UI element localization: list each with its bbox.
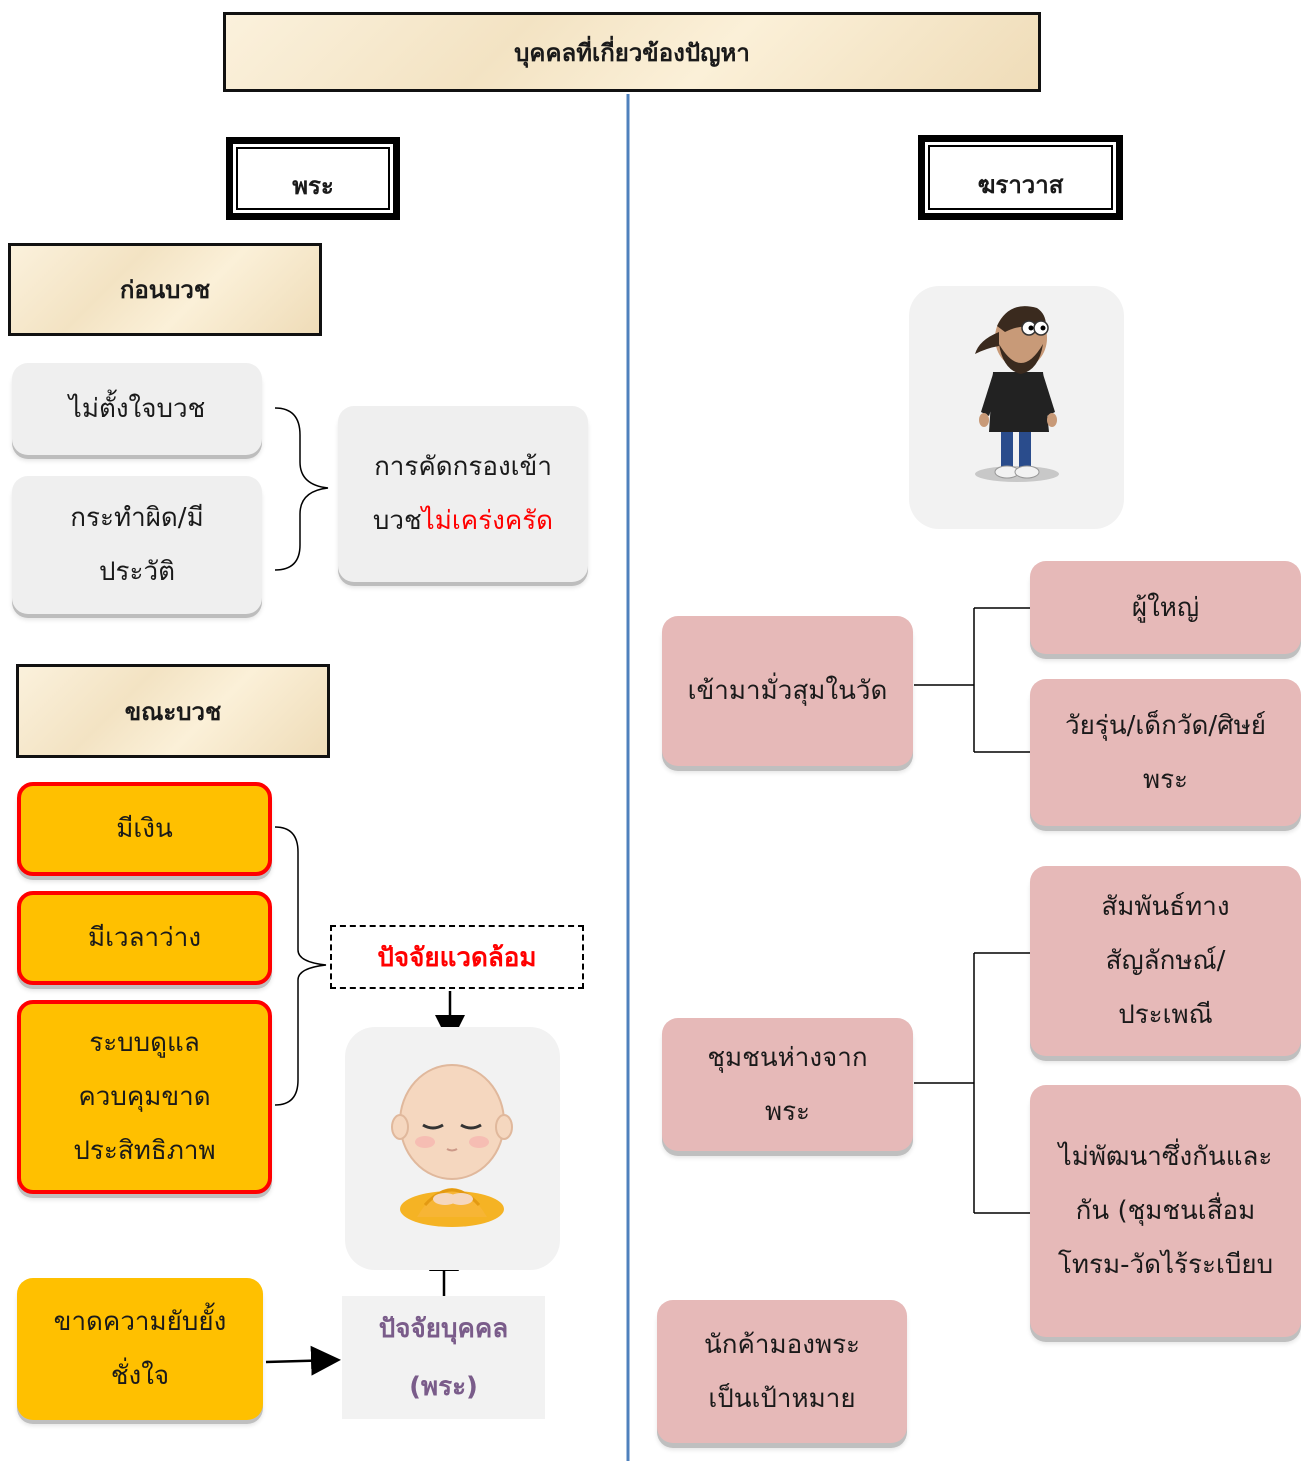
loitering-in-temple-text: เข้ามามั่วสุมในวัด (687, 676, 888, 706)
traders-target-box: นักค้ามองพระ เป็นเป้าหมาย (657, 1300, 907, 1443)
during-ordination-heading: ขณะบวช (16, 664, 330, 758)
screening-line2-prefix: บวช (372, 506, 422, 536)
lay-header-label: ฆราวาส (977, 171, 1064, 199)
symbolic-relation-line2: สัญลักษณ์/ (1105, 946, 1226, 976)
self-control-line2: ชั่งใจ (110, 1361, 170, 1391)
monk-header-label: พระ (292, 172, 334, 200)
youth-line1: วัยรุ่น/เด็กวัด/ศิษย์ (1065, 710, 1266, 741)
oversight-line2: ควบคุมขาด (78, 1082, 211, 1112)
traders-target-line2: เป็นเป้าหมาย (708, 1383, 856, 1414)
brace-during-ordination (274, 826, 327, 1106)
youth-line2: พระ (1142, 764, 1189, 795)
symbolic-relation-line3: ประเพณี (1118, 1000, 1213, 1030)
adults-text: ผู้ใหญ่ (1131, 592, 1200, 623)
community-distant-line1: ชุมชนห่างจาก (707, 1042, 868, 1073)
screening-box: การคัดกรองเข้า บวชไม่เคร่งครัด (338, 406, 588, 582)
screening-line1: การคัดกรองเข้า (374, 452, 552, 482)
has-money-box: มีเงิน (17, 782, 272, 876)
oversight-line3: ประสิทธิภาพ (73, 1136, 216, 1166)
youth-box: วัยรุ่น/เด็กวัด/ศิษย์ พระ (1030, 679, 1301, 826)
no-mutual-development-line2: กัน (ชุมชนเสื่อม (1075, 1196, 1256, 1226)
free-time-text: มีเวลาว่าง (87, 923, 202, 953)
wrongdoing-line1: กระทำผิด/มี (70, 503, 204, 533)
free-time-box: มีเวลาว่าง (17, 891, 272, 985)
no-mutual-development-line1: ไม่พัฒนาซึ่งกันและ (1058, 1142, 1273, 1172)
no-mutual-development-line3: โทรม-วัดไร้ระเบียบ (1057, 1250, 1274, 1280)
before-ordination-heading: ก่อนบวช (8, 243, 322, 336)
not-intending-box: ไม่ตั้งใจบวช (12, 363, 262, 455)
not-intending-text: ไม่ตั้งใจบวช (68, 394, 206, 424)
personal-factor-line2: (พระ) (409, 1371, 478, 1402)
self-control-line1: ขาดความยับยั้ง (53, 1307, 227, 1337)
environment-factor-text: ปัจจัยแวดล้อม (377, 942, 537, 973)
self-control-box: ขาดความยับยั้ง ชั่งใจ (17, 1278, 263, 1420)
symbolic-relation-box: สัมพันธ์ทาง สัญลักษณ์/ ประเพณี (1030, 866, 1301, 1056)
during-ordination-heading-text: ขณะบวช (124, 697, 222, 726)
symbolic-relation-line1: สัมพันธ์ทาง (1101, 892, 1230, 922)
meditating-monk-icon (391, 1064, 513, 1227)
monk-header: พระ (226, 137, 400, 220)
wrongdoing-box: กระทำผิด/มี ประวัติ (12, 476, 262, 614)
traders-target-line1: นักค้ามองพระ (703, 1329, 861, 1360)
lay-header: ฆราวาส (918, 135, 1123, 220)
oversight-line1: ระบบดูแล (89, 1028, 200, 1058)
monk-image-box (345, 1027, 560, 1270)
wrongdoing-line2: ประวัติ (99, 557, 175, 587)
loitering-in-temple-box: เข้ามามั่วสุมในวัด (662, 616, 913, 766)
page-title: บุคคลที่เกี่ยวข้องปัญหา (223, 12, 1041, 92)
page-title-text: บุคคลที่เกี่ยวข้องปัญหา (514, 38, 750, 67)
before-ordination-heading-text: ก่อนบวช (119, 276, 211, 304)
community-distant-box: ชุมชนห่างจาก พระ (662, 1018, 913, 1151)
community-distant-line2: พระ (764, 1096, 811, 1127)
screening-line2: บวชไม่เคร่งครัด (373, 494, 553, 548)
oversight-box: ระบบดูแล ควบคุมขาด ประสิทธิภาพ (17, 1000, 272, 1194)
layman-cartoon-icon (975, 306, 1059, 482)
adults-box: ผู้ใหญ่ (1030, 561, 1301, 654)
has-money-text: มีเงิน (116, 814, 173, 844)
personal-factor-line1: ปัจจัยบุคคล (378, 1313, 509, 1344)
arrow-selfcontrol-to-personal (265, 1345, 341, 1376)
layman-image-box (909, 286, 1124, 529)
personal-factor-box: ปัจจัยบุคคล (พระ) (342, 1296, 545, 1419)
brace-before-ordination (274, 407, 329, 571)
no-mutual-development-box: ไม่พัฒนาซึ่งกันและ กัน (ชุมชนเสื่อม โทรม… (1030, 1085, 1301, 1337)
environment-factor-box: ปัจจัยแวดล้อม (330, 925, 584, 989)
screening-line2-highlight: ไม่เคร่งครัด (421, 506, 554, 536)
